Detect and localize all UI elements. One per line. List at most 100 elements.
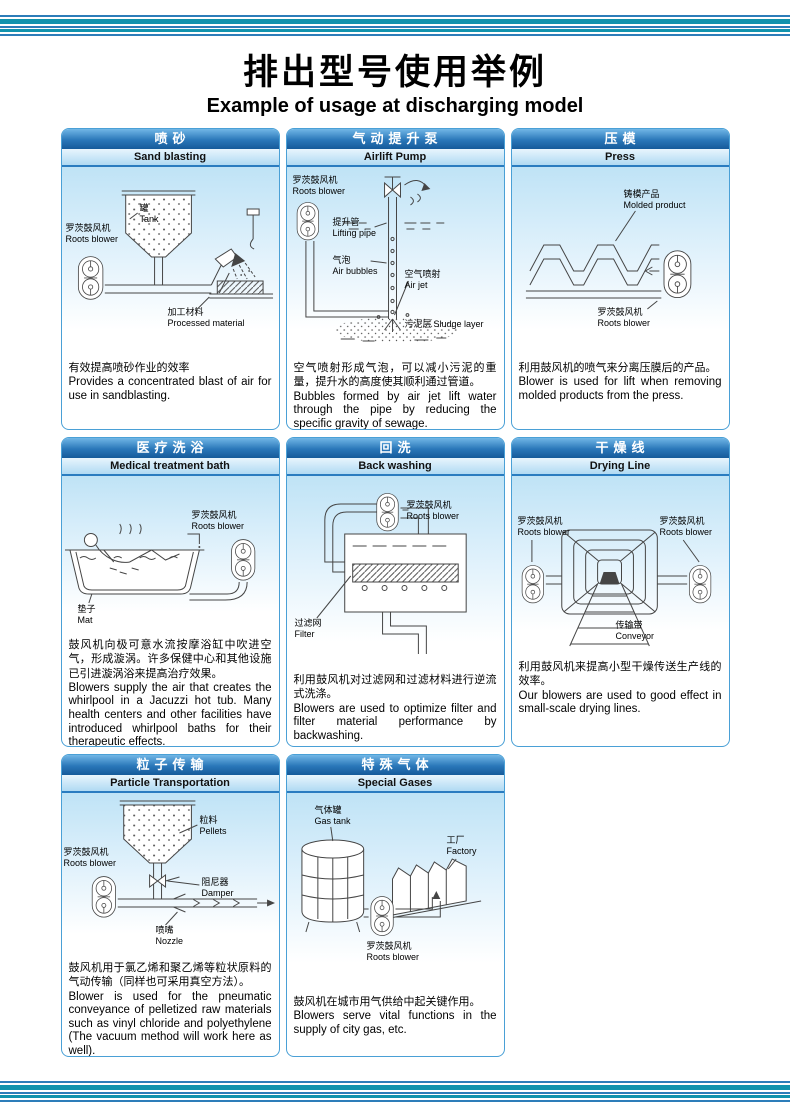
press-title-en: Press xyxy=(511,149,729,167)
person-body xyxy=(94,544,180,563)
air-supply-pipe xyxy=(304,241,389,318)
damper-valve-shape xyxy=(148,874,166,888)
caption-en: Blower is used for the pneumatic conveya… xyxy=(68,990,272,1057)
crane-hook xyxy=(249,238,254,250)
back-washing-caption: 利用鼓风机对过滤网和过滤材料进行逆流式洗涤。 Blowers are used … xyxy=(287,671,504,746)
pellet-fill xyxy=(123,805,191,863)
discharge-arrow xyxy=(403,180,427,188)
roots-blower-icon xyxy=(77,256,103,300)
roots-blower-icon xyxy=(369,896,394,936)
water-ripples xyxy=(79,556,178,560)
factory-shape xyxy=(391,858,467,916)
particle-transportation-title-en: Particle Transportation xyxy=(61,775,279,793)
sand-blasting-caption: 有效提高喷砂作业的效率 Provides a concentrated blas… xyxy=(62,359,279,429)
person-head xyxy=(83,533,98,547)
sand-blasting-drawing xyxy=(77,190,273,310)
caption-en: Provides a concentrated blast of air for… xyxy=(68,376,272,402)
special-gases-title-cn: 特殊气体 xyxy=(286,755,504,775)
gas-pipe xyxy=(363,908,369,918)
sand-fill xyxy=(125,195,191,257)
air-pipe xyxy=(188,581,240,595)
particle-transportation-caption: 鼓风机用于氯乙烯和聚乙烯等粒状原料的气动传输（同样也可采用真空方法）。 Blow… xyxy=(62,959,279,1057)
bottom-border-stripes xyxy=(0,1080,790,1104)
back-washing-drawing xyxy=(315,493,467,654)
nozzle-shape xyxy=(172,893,186,913)
special-gases-caption: 鼓风机在城市用气供给中起关键作用。 Blowers serve vital fu… xyxy=(287,993,504,1056)
drying-line-drawing xyxy=(521,529,711,647)
panel-sand-blasting: 喷砂 Sand blasting xyxy=(60,128,280,430)
press-title-cn: 压模 xyxy=(511,129,729,149)
caption-cn: 利用鼓风机的喷气来分离压膜后的产品。 xyxy=(518,362,717,374)
back-washing-title-cn: 回洗 xyxy=(286,438,504,458)
sludge-stipple xyxy=(334,317,458,343)
airlift-pump-drawing xyxy=(296,176,458,343)
drying-line-title-en: Drying Line xyxy=(511,458,729,476)
particle-transportation-drawing xyxy=(91,800,275,926)
faucet-shape xyxy=(186,533,200,544)
conveyor-shape xyxy=(568,583,598,647)
drain-pipe xyxy=(381,612,419,654)
medical-bath-drawing xyxy=(64,523,255,604)
caption-cn: 利用鼓风机对过滤网和过滤材料进行逆流式洗涤。 xyxy=(293,674,497,701)
caption-cn: 鼓风机用于氯乙烯和聚乙烯等粒状原料的气动传输（同样也可采用真空方法）。 xyxy=(68,962,272,989)
medical-bath-title-cn: 医疗洗浴 xyxy=(61,438,279,458)
caption-en: Blowers serve vital functions in the sup… xyxy=(293,1010,497,1036)
medical-bath-caption: 鼓风机向极可意水流按摩浴缸中吹进空气，形成漩涡。许多保健中心和其他设施已引进漩涡… xyxy=(62,636,279,747)
whirlpool-jets xyxy=(109,567,139,575)
caption-en: Blowers supply the air that creates the … xyxy=(68,681,272,747)
workpiece-shape xyxy=(216,280,264,295)
roots-blower-icon-right xyxy=(688,565,711,604)
mold-shape xyxy=(528,258,659,286)
roots-blower-icon xyxy=(296,202,319,241)
press-drawing xyxy=(525,210,691,310)
caption-cn: 利用鼓风机来提高小型干燥传送生产线的效率。 xyxy=(518,661,722,688)
panel-particle-transportation: 粒子传输 Particle Transportation xyxy=(60,754,280,1057)
caption-cn: 鼓风机在城市用气供给中起关键作用。 xyxy=(293,996,481,1008)
roots-blower-icon xyxy=(375,493,399,532)
air-blast-arrow xyxy=(643,266,659,276)
bathtub-shape xyxy=(68,549,200,595)
drying-line-caption: 利用鼓风机来提高小型干燥传送生产线的效率。 Our blowers are us… xyxy=(512,658,729,746)
back-washing-title-en: Back washing xyxy=(286,458,504,476)
airlift-pump-title-cn: 气动提升泵 xyxy=(286,129,504,149)
loop-pipe xyxy=(323,503,377,563)
roots-blower-icon-left xyxy=(521,565,544,604)
filter-bed-shape xyxy=(351,563,459,583)
panel-drying-line: 干燥线 Drying Line xyxy=(510,437,730,747)
medical-bath-title-en: Medical treatment bath xyxy=(61,458,279,476)
molded-product-shape xyxy=(528,244,659,272)
particle-transportation-title-cn: 粒子传输 xyxy=(61,755,279,775)
panels-grid: 喷砂 Sand blasting xyxy=(0,128,790,1057)
caption-en: Bubbles formed by air jet lift water thr… xyxy=(293,390,497,430)
page-title-cn: 排出型号使用举例 xyxy=(242,53,547,92)
special-gases-title-en: Special Gases xyxy=(286,775,504,793)
caption-cn: 鼓风机向极可意水流按摩浴缸中吹进空气，形成漩涡。许多保健中心和其他设施已引进漩涡… xyxy=(68,639,272,680)
panel-special-gases: 特殊气体 Special Gases xyxy=(285,754,505,1057)
page-title-en: Example of usage at discharging model xyxy=(206,95,584,117)
